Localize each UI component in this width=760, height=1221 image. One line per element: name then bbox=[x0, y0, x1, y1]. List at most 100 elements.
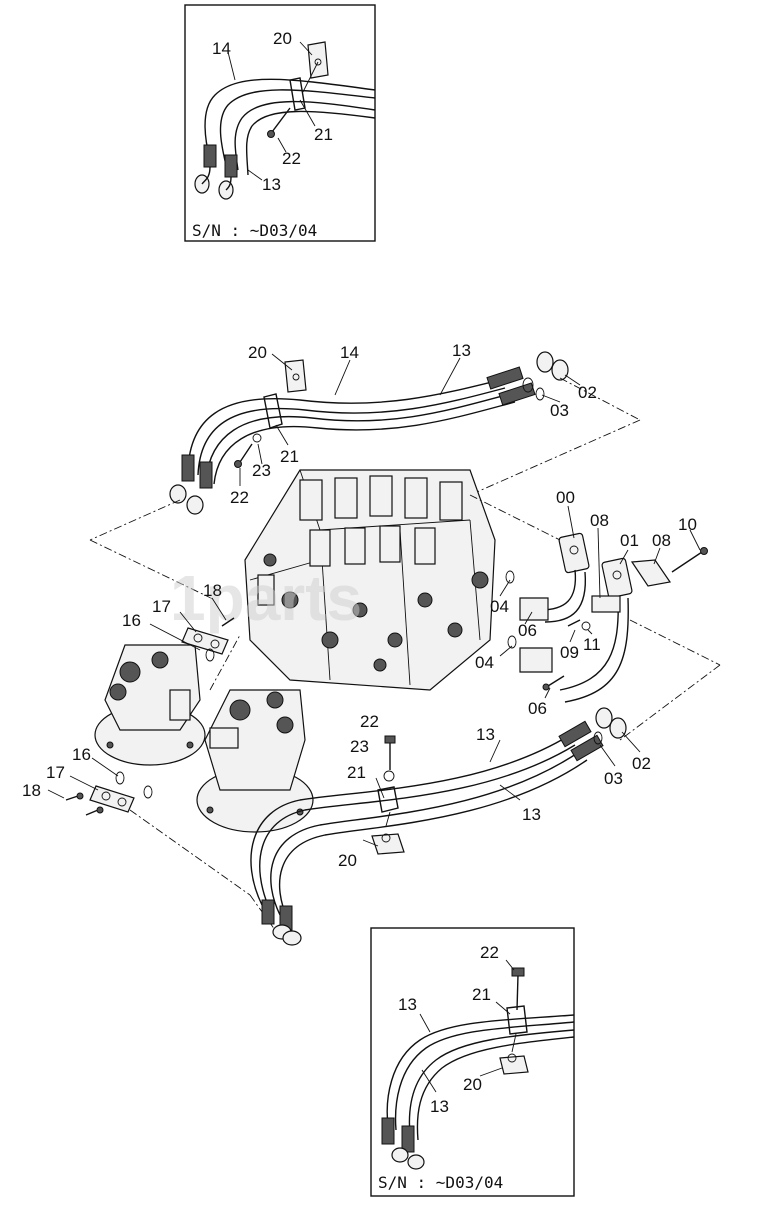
label-01: 01 bbox=[620, 531, 639, 550]
watermark: 1parts bbox=[170, 562, 362, 634]
plate-20-main-upper bbox=[284, 359, 307, 393]
bolt-06 bbox=[547, 675, 565, 687]
label-14-main: 14 bbox=[340, 343, 359, 362]
washer-23-upper bbox=[252, 433, 262, 443]
flange-17-lower bbox=[89, 785, 135, 813]
flange-04-lower bbox=[519, 647, 553, 673]
label-inset-top-20: 20 bbox=[273, 29, 292, 48]
clip-08 bbox=[591, 595, 621, 613]
hose-13-main-upper bbox=[205, 393, 511, 481]
block-01 bbox=[601, 557, 633, 599]
hose-end-lower-1 bbox=[558, 720, 592, 748]
label-inset-top-14: 14 bbox=[212, 39, 231, 58]
label-02-lower: 02 bbox=[632, 754, 651, 773]
hose-14-main bbox=[187, 379, 501, 471]
label-03-upper: 03 bbox=[550, 401, 569, 420]
pipe-01 bbox=[559, 595, 619, 691]
oring-16-upper bbox=[205, 648, 215, 662]
bolt-22-inset-top bbox=[271, 107, 291, 133]
inset-top-frame bbox=[184, 4, 376, 242]
label-inset-bottom-22: 22 bbox=[480, 943, 499, 962]
adapter-02-lower bbox=[595, 707, 613, 729]
clamp-21-main-upper bbox=[263, 393, 283, 429]
fitting-inset-top-1 bbox=[203, 144, 217, 168]
plate-20-lower bbox=[371, 833, 405, 855]
label-09: 09 bbox=[560, 643, 579, 662]
label-10: 10 bbox=[678, 515, 697, 534]
label-04-a: 04 bbox=[490, 597, 509, 616]
clamp-21-lower bbox=[377, 786, 399, 813]
serial-note-inset-top: S/N : ~D03/04 bbox=[192, 221, 317, 240]
label-02-upper: 02 bbox=[578, 383, 597, 402]
upper-hose-assembly: 20 14 13 02 03 23 21 22 bbox=[89, 341, 641, 601]
serial-note-inset-bottom: S/N : ~D03/04 bbox=[378, 1173, 503, 1192]
label-08-a: 08 bbox=[590, 511, 609, 530]
label-inset-bottom-13-b: 13 bbox=[430, 1097, 449, 1116]
control-valve bbox=[244, 469, 496, 691]
label-inset-top-22: 22 bbox=[282, 149, 301, 168]
clip-08b bbox=[630, 559, 672, 587]
label-16-upper: 16 bbox=[122, 611, 141, 630]
bolt-18-lower bbox=[65, 795, 79, 801]
hose-13-inset-bottom-2 bbox=[408, 1029, 575, 1136]
label-23-lower: 23 bbox=[350, 737, 369, 756]
label-18-upper: 18 bbox=[203, 581, 222, 600]
label-inset-bottom-20: 20 bbox=[463, 1075, 482, 1094]
hose-13-inset-bottom-1 bbox=[386, 1014, 575, 1126]
hose-14-inset-top bbox=[204, 78, 376, 161]
oring-03-upper bbox=[522, 377, 534, 393]
label-13-lower-b: 13 bbox=[522, 805, 541, 824]
label-inset-top-13: 13 bbox=[262, 175, 281, 194]
label-11: 11 bbox=[583, 635, 601, 654]
label-20-upper: 20 bbox=[248, 343, 267, 362]
bolt-22-upper bbox=[239, 443, 253, 463]
bolt-18-upper bbox=[221, 617, 235, 627]
label-22-lower: 22 bbox=[360, 712, 379, 731]
inset-bottom-frame bbox=[370, 927, 575, 1197]
label-inset-top-21: 21 bbox=[314, 125, 333, 144]
label-06-a: 06 bbox=[518, 621, 537, 640]
oring-16-lower bbox=[115, 771, 125, 785]
hose-13-lower-2 bbox=[270, 749, 583, 916]
label-00: 00 bbox=[556, 488, 575, 507]
label-23-upper: 23 bbox=[252, 461, 271, 480]
label-13-lower-a: 13 bbox=[476, 725, 495, 744]
hose-end-upper-1 bbox=[486, 366, 524, 390]
label-17-upper: 17 bbox=[152, 597, 171, 616]
pipe-assembly: 00 08 01 08 10 04 06 09 11 04 06 bbox=[469, 488, 721, 741]
inset-top: 20 14 21 22 13 S/N : ~D03/04 bbox=[184, 4, 376, 242]
hose-end-upper-left-1 bbox=[181, 454, 195, 482]
label-04-b: 04 bbox=[475, 653, 494, 672]
plate-20-inset-bottom bbox=[499, 1055, 529, 1075]
label-inset-bottom-13-a: 13 bbox=[398, 995, 417, 1014]
bolt-22-inset-bottom bbox=[516, 974, 519, 1011]
label-06-b: 06 bbox=[528, 699, 547, 718]
plate-20-inset-top bbox=[307, 41, 329, 79]
oring-03-lower bbox=[593, 731, 603, 745]
label-13-upper: 13 bbox=[452, 341, 471, 360]
label-21-upper: 21 bbox=[280, 447, 299, 466]
washer-23-lower bbox=[383, 770, 395, 782]
washer-11 bbox=[581, 621, 591, 631]
label-18-lower: 18 bbox=[22, 781, 41, 800]
flange-04-upper bbox=[519, 597, 549, 621]
swing-motors: 18 17 16 16 17 18 bbox=[22, 581, 314, 931]
lower-hose-assembly: 22 23 21 13 13 02 03 20 bbox=[250, 707, 651, 946]
hose-13-lower-1 bbox=[250, 734, 571, 906]
label-inset-bottom-21: 21 bbox=[472, 985, 491, 1004]
bolt-10 bbox=[671, 551, 703, 573]
label-22-upper: 22 bbox=[230, 488, 249, 507]
label-08-b: 08 bbox=[652, 531, 671, 550]
label-20-lower: 20 bbox=[338, 851, 357, 870]
inset-bottom: 22 13 21 20 13 S/N : ~D03/04 bbox=[370, 927, 575, 1197]
label-03-lower: 03 bbox=[604, 769, 623, 788]
label-16-lower: 16 bbox=[72, 745, 91, 764]
clamp-21-inset-bottom bbox=[506, 1005, 528, 1035]
label-17-lower: 17 bbox=[46, 763, 65, 782]
block-00 bbox=[558, 532, 590, 574]
hose-13-inset-top bbox=[234, 100, 376, 171]
bolt-09 bbox=[567, 619, 581, 627]
label-21-lower: 21 bbox=[347, 763, 366, 782]
adapter-02-upper bbox=[536, 351, 554, 373]
